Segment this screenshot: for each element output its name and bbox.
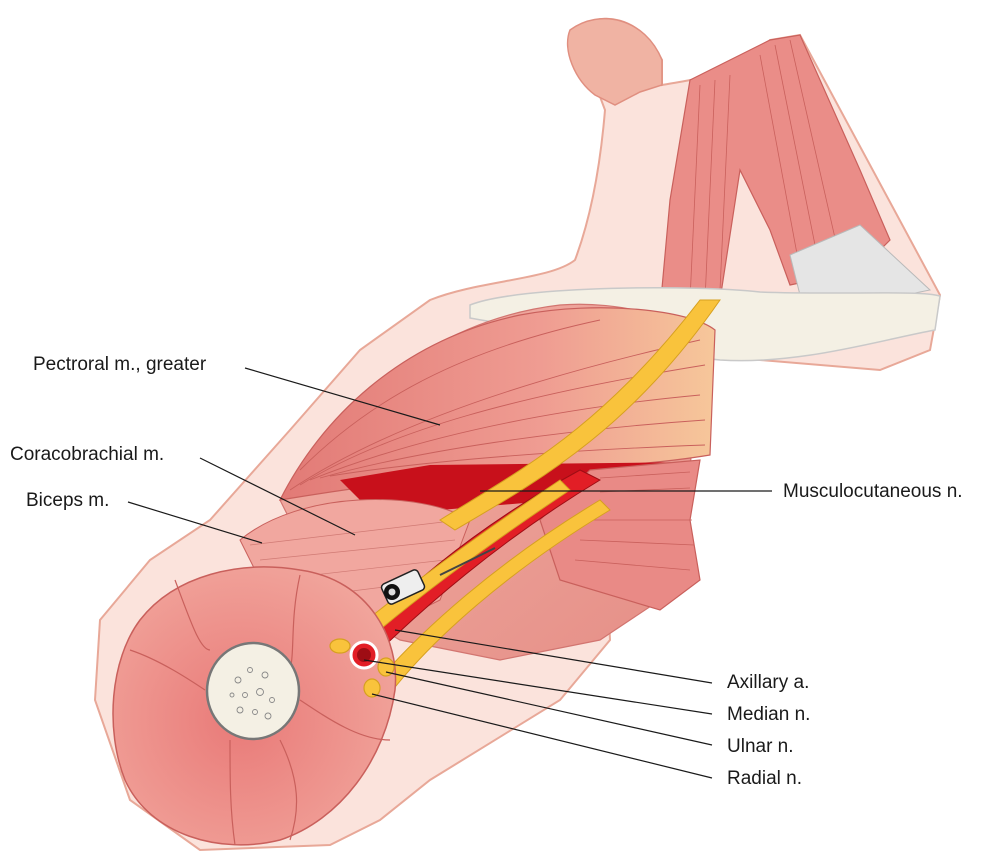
humerus-bone	[207, 643, 299, 739]
label-median: Median n.	[727, 705, 810, 724]
label-radial: Radial n.	[727, 769, 802, 788]
label-biceps: Biceps m.	[26, 491, 109, 510]
axillary-artery-lumen	[357, 648, 371, 662]
label-ulnar: Ulnar n.	[727, 737, 794, 756]
label-pectoral: Pectroral m., greater	[33, 355, 206, 374]
label-axillary: Axillary a.	[727, 673, 809, 692]
ulnar-nerve-section	[330, 639, 350, 653]
label-coracobrachial: Coracobrachial m.	[10, 445, 164, 464]
label-musculocutaneous: Musculocutaneous n.	[783, 482, 963, 501]
